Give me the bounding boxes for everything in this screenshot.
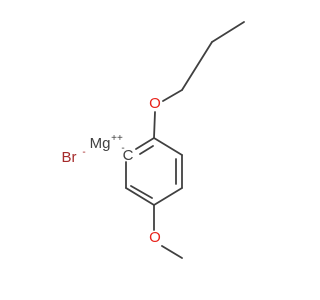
bond-ring-c6-c1 <box>135 137 155 150</box>
bromine-label: Br <box>62 149 77 166</box>
bond-o-methyl <box>161 245 183 259</box>
bromine-charge-label: - <box>82 147 85 158</box>
carbanion-label: C <box>123 147 134 164</box>
bond-propyl-ch3-ch2 <box>211 21 245 43</box>
bond-o-ring <box>153 111 156 139</box>
oxygen-propoxy-label: O <box>149 95 161 112</box>
magnesium-label: Mg <box>90 135 111 152</box>
bond-ring-c1-c2 <box>153 137 183 156</box>
bond-propyl-ch2-o <box>162 89 183 102</box>
atom-labels: O Mg ++ C - Br - O <box>62 95 161 246</box>
molecule-structure: O Mg ++ C - Br - O <box>62 21 245 259</box>
bond-ring-c4-c5-inner <box>130 185 153 199</box>
magnesium-charge-label: ++ <box>111 133 123 144</box>
bond-ring-c6-c1-inner <box>139 145 154 155</box>
carbanion-charge-label: - <box>121 143 124 154</box>
bonds <box>125 21 245 259</box>
bond-ring-c4-c5 <box>125 187 155 206</box>
oxygen-methoxy-label: O <box>149 229 161 246</box>
structure-canvas: O Mg ++ C - Br - O <box>61 21 245 259</box>
bond-propyl-ch2-ch2 <box>181 41 213 91</box>
bond-ring-c3-c4 <box>153 187 183 206</box>
